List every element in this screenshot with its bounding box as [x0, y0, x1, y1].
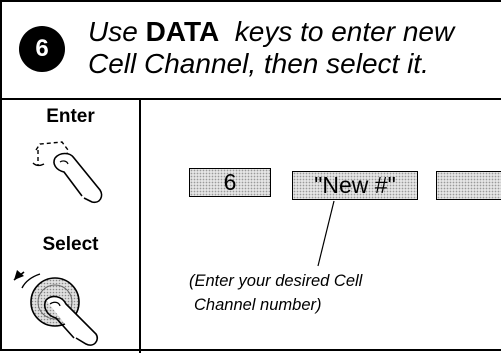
- callout-note: (Enter your desired Cell Channel number): [189, 269, 362, 317]
- note-line1: (Enter your desired Cell: [189, 272, 363, 290]
- controls-column: Enter Select: [2, 98, 141, 353]
- instruction-pre: Use: [88, 16, 146, 47]
- data-key-partial[interactable]: [436, 171, 501, 200]
- instruction-data-keyword: DATA: [145, 16, 220, 47]
- callout-line: [317, 200, 335, 267]
- instruction-line2: Cell Channel, then select it.: [88, 48, 429, 79]
- enter-key-press-icon: [32, 141, 103, 204]
- step-header: 6 Use DATA keys to enter new Cell Channe…: [2, 2, 501, 100]
- step-number-badge: 6: [19, 26, 65, 72]
- data-key-6[interactable]: 6: [189, 168, 271, 197]
- instruction-post: keys to enter new: [219, 16, 455, 47]
- select-label: Select: [42, 234, 99, 255]
- step-instruction: Use DATA keys to enter new Cell Channel,…: [88, 16, 454, 80]
- select-knob-turn-icon: [13, 270, 99, 346]
- new-channel-number-key[interactable]: "New #": [292, 171, 418, 200]
- enter-label: Enter: [46, 106, 95, 127]
- note-line2: Channel number): [194, 296, 322, 314]
